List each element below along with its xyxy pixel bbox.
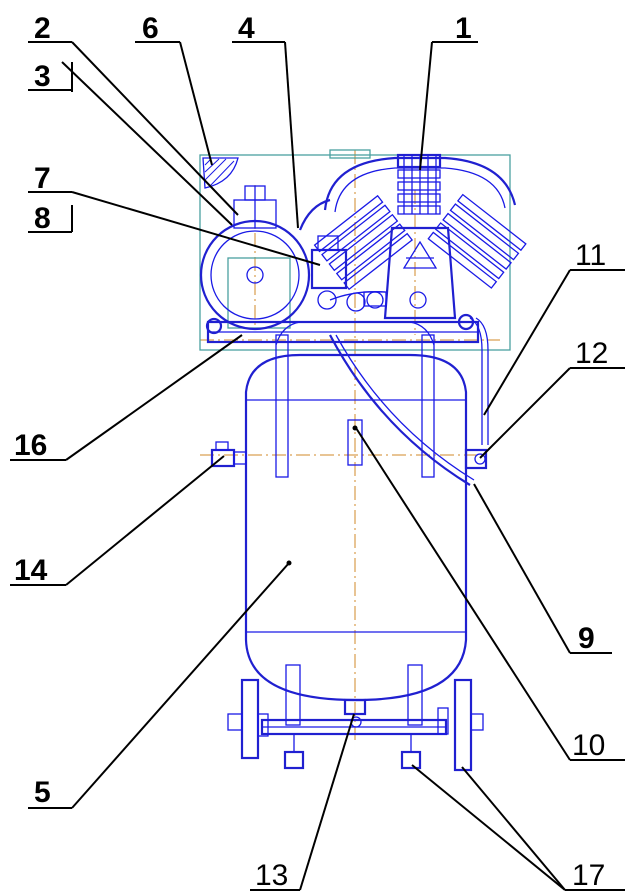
callout-9: 9 — [578, 622, 595, 655]
leader-lines — [10, 41, 625, 891]
callout-5: 5 — [34, 776, 51, 809]
pressure-switch — [310, 235, 387, 312]
callout-10: 10 — [572, 729, 605, 762]
callout-13: 13 — [255, 859, 288, 892]
callout-4: 4 — [238, 12, 255, 45]
hatched-cap — [202, 157, 239, 189]
callout-7: 7 — [34, 162, 51, 195]
callout-12: 12 — [575, 337, 608, 370]
callout-16: 16 — [14, 429, 47, 462]
callout-labels: 1 2 3 4 5 6 7 8 9 10 11 12 13 14 16 17 — [14, 12, 608, 892]
electric-motor — [199, 185, 311, 331]
air-tank — [210, 317, 489, 728]
callout-8: 8 — [34, 202, 51, 235]
callout-17: 17 — [572, 859, 605, 892]
callout-11: 11 — [575, 239, 606, 272]
callout-14: 14 — [14, 554, 48, 587]
wheel-stand — [227, 664, 484, 772]
callout-1: 1 — [455, 12, 472, 45]
base-frame — [205, 313, 480, 344]
compressor-head — [298, 153, 527, 320]
callout-6: 6 — [142, 12, 159, 45]
callout-3: 3 — [34, 60, 51, 93]
callout-2: 2 — [34, 12, 51, 45]
